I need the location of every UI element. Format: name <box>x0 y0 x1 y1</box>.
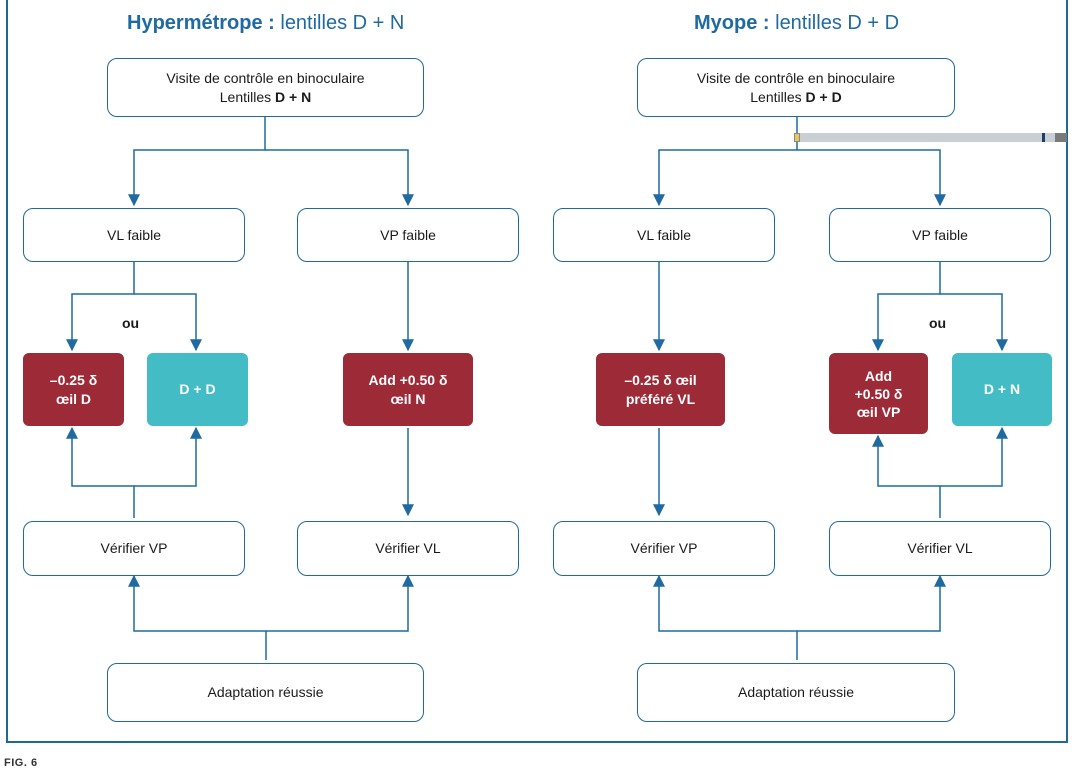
switch-dn-label: D + N <box>983 381 1021 397</box>
myopia-title-rest: lentilles D + D <box>769 12 900 34</box>
add-left-line2: œil N <box>390 390 426 407</box>
myopia-title: Myope : lentilles D + D <box>694 12 899 35</box>
reduce-left-line2: œil D <box>56 390 91 407</box>
hyperopia-title-bold: Hypermétrope : <box>127 12 275 34</box>
switch-dd-box: D + D <box>147 353 248 426</box>
reduce-right-line1: –0.25 δ œil <box>624 371 697 388</box>
or-label-right: ou <box>929 315 947 331</box>
vp-weak-right-label: VP faible <box>912 226 968 243</box>
vp-weak-box-right: VP faible <box>829 208 1051 262</box>
success-box-right: Adaptation réussie <box>637 663 955 722</box>
scrollbar-handle[interactable] <box>794 133 800 142</box>
reduce-left-line1: –0.25 δ <box>49 371 98 388</box>
figure-caption: FIG. 6 <box>4 757 38 769</box>
myopia-title-bold: Myope : <box>694 12 770 34</box>
add-left-line1: Add +0.50 δ <box>368 371 448 388</box>
check-vl-box-left: Vérifier VL <box>297 521 519 576</box>
hyperopia-title-rest: lentilles D + N <box>274 12 405 34</box>
visit-left-prefix: Lentilles <box>219 88 276 105</box>
check-vp-left-label: Vérifier VP <box>100 540 168 556</box>
check-vp-box-left: Vérifier VP <box>23 521 245 576</box>
or-label-left: ou <box>122 315 140 331</box>
reduce-right-line2: préféré VL <box>625 390 696 407</box>
add-power-box-right: Add +0.50 δ œil VP <box>829 353 928 434</box>
horizontal-scrollbar[interactable] <box>794 133 1067 142</box>
visit-left-bold: D + N <box>275 88 312 105</box>
visit-right-line2: Lentilles D + D <box>750 88 841 107</box>
reduce-power-box-left: –0.25 δ œil D <box>23 353 124 426</box>
vl-weak-right-label: VL faible <box>637 226 691 243</box>
switch-dd-label: D + D <box>179 381 216 397</box>
success-box-left: Adaptation réussie <box>107 663 424 722</box>
reduce-power-box-right: –0.25 δ œil préféré VL <box>596 353 725 426</box>
add-right-line3: œil VP <box>856 403 901 420</box>
check-vl-right-label: Vérifier VL <box>907 540 973 556</box>
check-vp-right-label: Vérifier VP <box>630 540 698 556</box>
visit-box-right: Visite de contrôle en binoculaire Lentil… <box>637 58 955 117</box>
success-left-label: Adaptation réussie <box>207 684 324 700</box>
add-right-line1: Add <box>864 367 893 384</box>
vl-weak-box-left: VL faible <box>23 208 245 262</box>
add-right-line2: +0.50 δ <box>854 385 903 402</box>
vp-weak-box-left: VP faible <box>297 208 519 262</box>
diagram-frame <box>6 0 1068 743</box>
vp-weak-left-label: VP faible <box>380 226 436 243</box>
visit-box-left: Visite de contrôle en binoculaire Lentil… <box>107 58 424 117</box>
check-vl-left-label: Vérifier VL <box>375 540 441 556</box>
visit-right-bold: D + D <box>805 88 842 105</box>
visit-right-line1: Visite de contrôle en binoculaire <box>696 69 896 86</box>
vl-weak-left-label: VL faible <box>107 226 161 243</box>
scrollbar-end <box>1055 133 1067 142</box>
vl-weak-box-right: VL faible <box>553 208 775 262</box>
add-power-box-left: Add +0.50 δ œil N <box>343 353 473 426</box>
visit-right-prefix: Lentilles <box>750 88 806 105</box>
check-vl-box-right: Vérifier VL <box>829 521 1051 576</box>
switch-dn-box: D + N <box>952 353 1052 426</box>
check-vp-box-right: Vérifier VP <box>553 521 775 576</box>
visit-left-line1: Visite de contrôle en binoculaire <box>166 69 365 86</box>
hyperopia-title: Hypermétrope : lentilles D + N <box>127 12 404 35</box>
visit-left-line2: Lentilles D + N <box>220 88 311 107</box>
scrollbar-marker <box>1042 133 1045 142</box>
success-right-label: Adaptation réussie <box>738 684 854 700</box>
